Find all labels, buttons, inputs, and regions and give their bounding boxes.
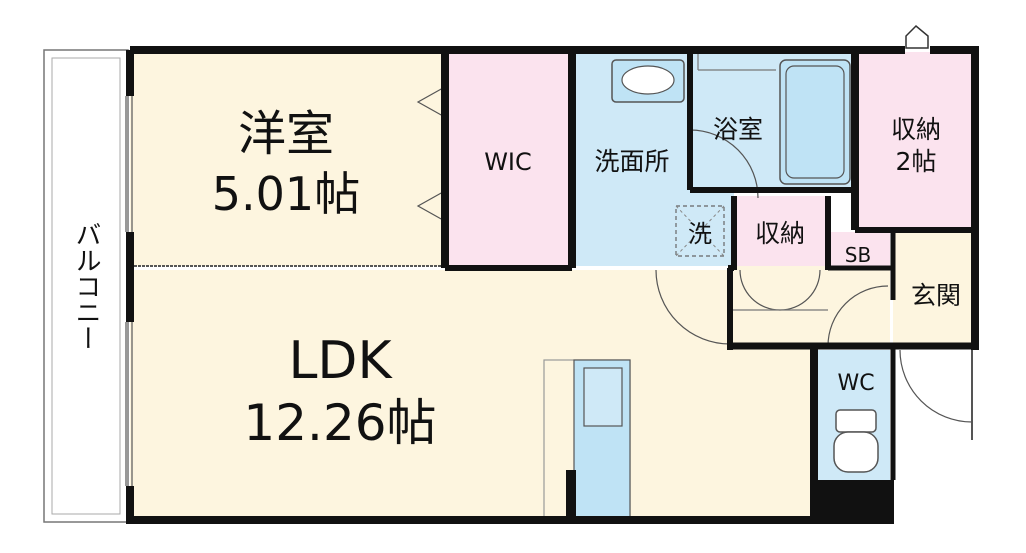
storage-large-label: 収納 <box>891 115 941 144</box>
wic-label: WIC <box>484 148 532 176</box>
western-room-size: 5.01帖 <box>212 167 360 221</box>
bath-label: 浴室 <box>713 115 763 144</box>
washer-label: 洗 <box>688 220 712 248</box>
ldk-window <box>125 322 133 486</box>
toilet-bowl <box>833 431 879 473</box>
shoebox-area[interactable] <box>828 232 890 266</box>
storage-small-room[interactable] <box>736 196 828 266</box>
wic-room[interactable] <box>447 52 570 266</box>
toilet-label: WC <box>837 371 874 396</box>
balcony-label: バルコニー <box>71 221 101 351</box>
hall-door-lower <box>827 285 889 347</box>
hall-door-left <box>739 269 781 311</box>
ldk-door-swing <box>655 269 731 345</box>
bath-door-swing <box>689 129 759 199</box>
washer-space <box>675 205 725 257</box>
wall-block-kitchen <box>566 470 576 522</box>
western-room[interactable] <box>130 52 443 266</box>
bathtub-inner <box>785 65 845 179</box>
toilet-entry <box>900 350 975 460</box>
balcony-rail <box>51 57 121 515</box>
toilet-tank <box>835 409 877 433</box>
western-window <box>125 96 133 232</box>
entrance-label: 玄関 <box>911 281 961 310</box>
washroom-label: 洗面所 <box>594 147 669 176</box>
wall-block-toilet <box>814 480 894 524</box>
entrance-arrow-icon <box>905 24 929 49</box>
bathtub <box>779 59 851 185</box>
washbasin-bowl <box>621 65 675 95</box>
walls <box>126 46 979 524</box>
entrance-area[interactable] <box>893 232 975 346</box>
balcony-area <box>43 49 129 523</box>
kitchen-sink <box>583 367 623 427</box>
wic-folding-door-2 <box>416 191 444 221</box>
ldk-room-name: LDK <box>288 331 393 391</box>
ldk-room-size: 12.26帖 <box>243 394 436 452</box>
entrance-door-swing <box>899 349 973 423</box>
wic-folding-door-1 <box>416 87 444 117</box>
storage-large-room[interactable] <box>855 52 975 230</box>
shoebox-label: SB <box>845 243 871 267</box>
western-room-name: 洋室 <box>238 106 334 162</box>
storage-large-size: 2帖 <box>896 147 937 176</box>
ldk-room[interactable] <box>130 270 810 520</box>
hall-door-right <box>779 269 821 311</box>
storage-small-label: 収納 <box>755 219 805 248</box>
